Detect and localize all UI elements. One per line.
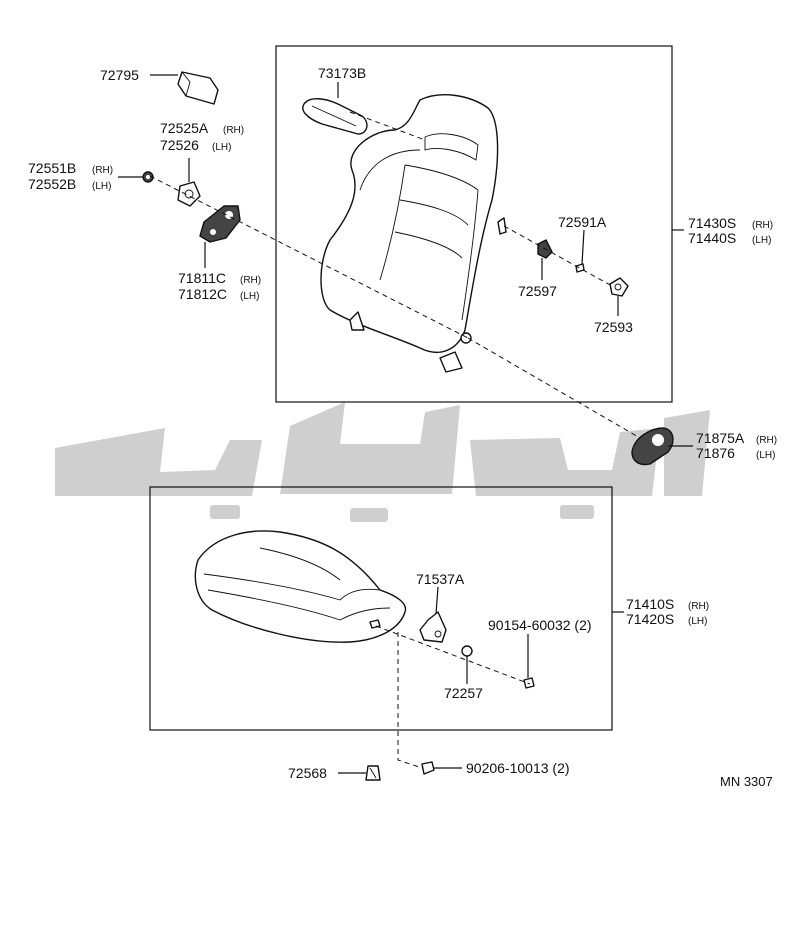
label-71875a-suffix: (RH) — [756, 435, 777, 446]
part-71875a-shape — [631, 427, 674, 466]
part-72795-shape — [177, 71, 219, 105]
label-72525a-suffix: (RH) — [223, 125, 244, 136]
label-72795: 72795 — [100, 67, 139, 83]
label-71537a: 71537A — [416, 571, 465, 587]
diagram-code: MN 3307 — [720, 774, 773, 789]
label-71440s: 71440S — [688, 230, 736, 246]
watermark-logo — [55, 402, 710, 522]
label-71410s: 71410S — [626, 596, 674, 612]
label-73173b: 73173B — [318, 65, 366, 81]
part-72257-shape — [461, 645, 473, 657]
label-72257: 72257 — [444, 685, 483, 701]
part-72525a-shape — [177, 181, 201, 207]
label-71876-suffix: (LH) — [756, 450, 775, 461]
label-71420s-suffix: (LH) — [688, 616, 707, 627]
leader-lines — [118, 74, 693, 774]
label-72526: 72526 — [160, 137, 199, 153]
part-72591a-shape — [575, 263, 585, 273]
part-71811c-shape — [199, 205, 241, 243]
label-72593: 72593 — [594, 319, 633, 335]
label-71811c-suffix: (RH) — [240, 275, 261, 286]
label-71876: 71876 — [696, 445, 735, 461]
assembly-lines — [149, 111, 641, 769]
label-72526-suffix: (LH) — [212, 142, 231, 153]
cushion-frame — [149, 486, 613, 731]
label-72525a: 72525A — [160, 120, 209, 136]
label-71410s-suffix: (RH) — [688, 601, 709, 612]
label-71875a: 71875A — [696, 430, 745, 446]
label-90206: 90206-10013 (2) — [466, 760, 570, 776]
label-71440s-suffix: (LH) — [752, 235, 771, 246]
label-72551b: 72551B — [28, 160, 76, 176]
part-71537a-shape — [419, 611, 447, 643]
label-71812c: 71812C — [178, 286, 227, 302]
label-71812c-suffix: (LH) — [240, 291, 259, 302]
label-71430s-suffix: (RH) — [752, 220, 773, 231]
label-72552b: 72552B — [28, 176, 76, 192]
cushion-assembly — [194, 530, 407, 643]
seatback-assembly — [320, 94, 507, 373]
watermark-text: تکو پارت — [398, 474, 402, 476]
label-71430s: 71430S — [688, 215, 736, 231]
label-71811c: 71811C — [178, 270, 226, 286]
label-72597: 72597 — [518, 283, 557, 299]
part-90206-shape — [421, 761, 435, 775]
label-72552b-suffix: (LH) — [92, 181, 111, 192]
label-72551b-suffix: (RH) — [92, 165, 113, 176]
label-72591a: 72591A — [558, 214, 607, 230]
part-72568-shape — [365, 765, 381, 781]
label-90154: 90154-60032 (2) — [488, 617, 592, 633]
label-72568: 72568 — [288, 765, 327, 781]
seatback-frame — [275, 45, 673, 403]
part-73173b-shape — [302, 98, 368, 135]
label-71420s: 71420S — [626, 611, 674, 627]
part-90154-shape — [523, 677, 535, 689]
part-72593-shape — [609, 277, 629, 297]
